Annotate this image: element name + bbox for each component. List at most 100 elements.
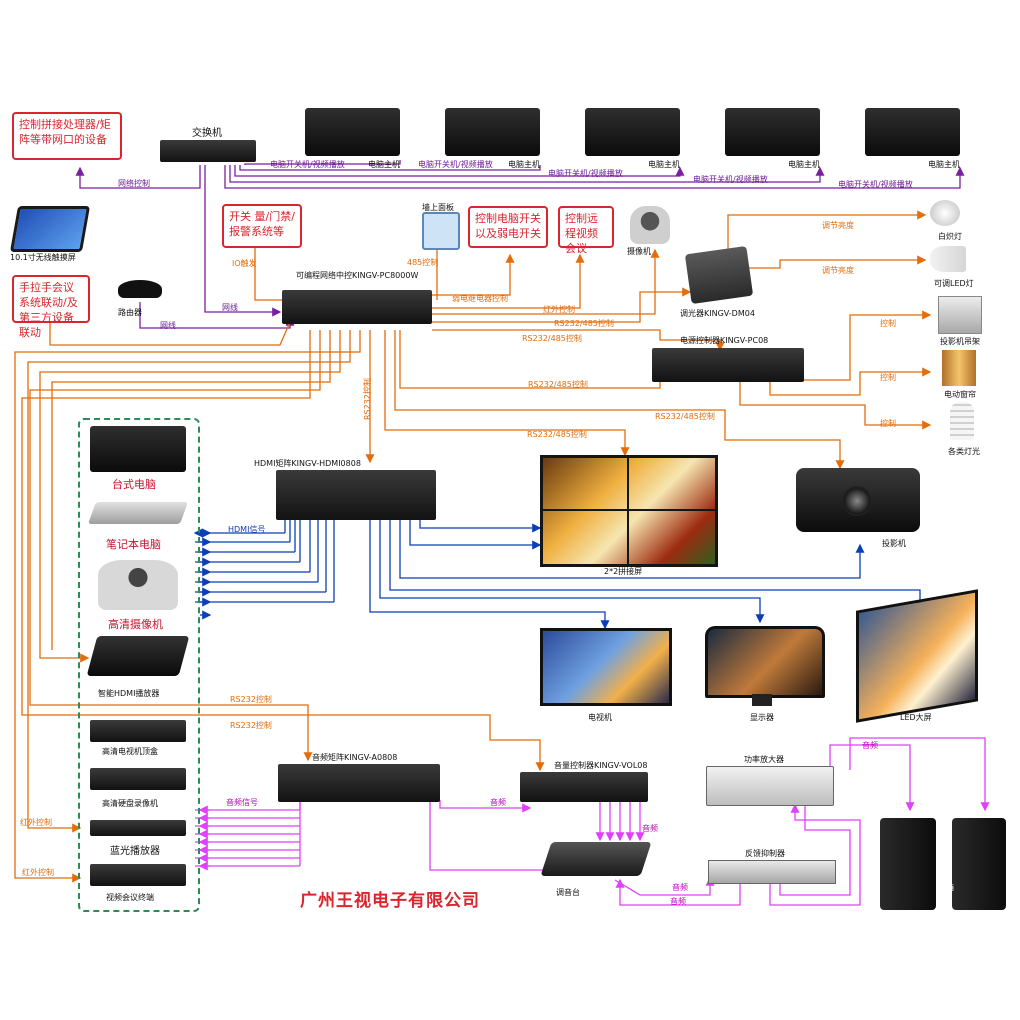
edge-rs-4: RS232/485控制 <box>655 412 715 421</box>
projector-lift <box>938 296 982 334</box>
pc-host-label-3: 电脑主机 <box>648 160 680 169</box>
bluray-player <box>90 820 186 836</box>
feedback-label: 反馈抑制器 <box>745 849 785 858</box>
box-switch-alarm: 开关 量/门禁/报警系统等 <box>222 204 302 248</box>
edge-rs-5: RS232/485控制 <box>527 430 587 439</box>
vol-ctrl-label: 音量控制器KINGV-VOL08 <box>554 761 648 770</box>
control-wires <box>14 210 932 883</box>
video-conf-label: 视频会议终端 <box>106 893 154 902</box>
edge-ctrl-2: 控制 <box>880 373 896 382</box>
lights-label: 各类灯光 <box>948 447 980 456</box>
audio-matrix-label: 音频矩阵KINGV-A0808 <box>312 753 398 762</box>
box-pc-power: 控制电脑开关以及弱电开关 <box>468 206 548 248</box>
edge-pc-switch-5: 电脑开关机/视频播放 <box>838 180 913 189</box>
router-label: 路由器 <box>118 308 142 317</box>
led-screen <box>856 589 978 723</box>
edge-pc-switch-2: 电脑开关机/视频播放 <box>418 160 493 169</box>
hd-camera <box>98 560 178 610</box>
incandescent-bulb <box>930 200 960 226</box>
monitor <box>705 626 825 698</box>
speaker-label: 音箱 <box>938 883 954 892</box>
pc-host-3 <box>585 108 680 156</box>
led-screen-label: LED大屏 <box>900 713 932 722</box>
edge-ctrl-3: 控制 <box>880 419 896 428</box>
desktop-label: 台式电脑 <box>112 478 156 491</box>
edge-rs232-b: RS232控制 <box>230 721 272 730</box>
edge-pc-switch-4: 电脑开关机/视频播放 <box>693 175 768 184</box>
central-controller-label: 可编程网络中控KINGV-PC8000W <box>296 271 419 280</box>
edge-rs-2: RS232/485控制 <box>522 334 582 343</box>
edge-ir-2: 红外控制 <box>22 868 54 877</box>
edge-pc-switch-1: 电脑开关机/视频播放 <box>270 160 345 169</box>
power-controller <box>652 348 804 382</box>
edge-audio-sig: 音频信号 <box>226 798 258 807</box>
edge-dim-2: 调节亮度 <box>822 266 854 275</box>
edge-net-ctrl: 网络控制 <box>118 179 150 188</box>
edge-wire-1: 网线 <box>222 303 238 312</box>
touch-panel-label: 10.1寸无线触摸屏 <box>10 253 76 262</box>
edge-ctrl-1: 控制 <box>880 319 896 328</box>
projector-lens <box>842 486 872 516</box>
pc-host-2 <box>445 108 540 156</box>
ptz-camera-label: 摄像机 <box>627 247 651 256</box>
pc-host-4 <box>725 108 820 156</box>
splice-screen <box>540 455 718 567</box>
box-splicing-processor: 控制拼接处理器/矩阵等带网口的设备 <box>12 112 122 160</box>
power-controller-label: 电源控制器KINGV-PC08 <box>680 336 769 345</box>
tv-label: 电视机 <box>588 713 612 722</box>
edge-rs-3: RS232/485控制 <box>528 380 588 389</box>
pc-host-5 <box>865 108 960 156</box>
electric-curtain <box>942 350 976 386</box>
hdmi-player <box>86 636 190 676</box>
laptop-label: 笔记本电脑 <box>106 538 161 551</box>
pc-host-label-2: 电脑主机 <box>508 160 540 169</box>
network-switch-label: 交换机 <box>192 128 222 139</box>
led-bulb-label: 可调LED灯 <box>934 279 974 288</box>
monitor-stand <box>752 694 772 706</box>
tv <box>540 628 672 706</box>
hdmi-matrix <box>276 470 436 520</box>
dimmer-label: 调光器KINGV-DM04 <box>680 309 755 318</box>
stb-label: 高清电视机顶盒 <box>102 747 158 756</box>
box-remote-meeting: 控制远程视频会议 <box>558 206 614 255</box>
splice-divider-v <box>627 458 629 564</box>
monitor-label: 显示器 <box>750 713 774 722</box>
edge-io: IO触发 <box>232 259 257 268</box>
speaker-right <box>952 818 1006 910</box>
hd-camera-label: 高清摄像机 <box>108 618 163 631</box>
pc-host-label-4: 电脑主机 <box>788 160 820 169</box>
led-bulb <box>930 246 966 272</box>
projector-lift-label: 投影机吊架 <box>940 337 980 346</box>
edge-wire-2: 网线 <box>160 321 176 330</box>
desktop-pc <box>90 426 186 472</box>
amplifier-label: 功率放大器 <box>744 755 784 764</box>
dimmer <box>684 245 754 305</box>
laptop <box>87 502 189 524</box>
pc-host-label-5: 电脑主机 <box>928 160 960 169</box>
projector-label: 投影机 <box>882 539 906 548</box>
dvr <box>90 768 186 790</box>
splice-screen-label: 2*2拼接屏 <box>604 567 643 576</box>
amplifier <box>706 766 834 806</box>
splice-divider-h <box>543 509 715 511</box>
curtain-label: 电动窗帘 <box>944 390 976 399</box>
company-name: 广州王视电子有限公司 <box>300 891 480 911</box>
projector <box>796 468 920 532</box>
mixer-label: 调音台 <box>556 888 580 897</box>
pc-host-label-1: 电脑主机 <box>368 160 400 169</box>
edge-ir-1: 红外控制 <box>20 818 52 827</box>
edge-weak-relay: 弱电继电器控制 <box>452 294 508 303</box>
wall-panel <box>422 212 460 250</box>
edge-ir-top: 红外控制 <box>543 305 575 314</box>
video-conf-terminal <box>90 864 186 886</box>
edge-audio-3: 音频 <box>672 883 688 892</box>
hdmi-wires <box>193 520 925 630</box>
edge-audio-2: 音频 <box>642 824 658 833</box>
volume-controller <box>520 772 648 802</box>
network-switch <box>160 140 256 162</box>
mixer <box>540 842 652 876</box>
wall-panel-label: 墙上面板 <box>422 203 454 212</box>
edge-audio-5: 音频 <box>862 741 878 750</box>
hdmi-matrix-label: HDMI矩阵KINGV-HDMI0808 <box>254 459 361 468</box>
